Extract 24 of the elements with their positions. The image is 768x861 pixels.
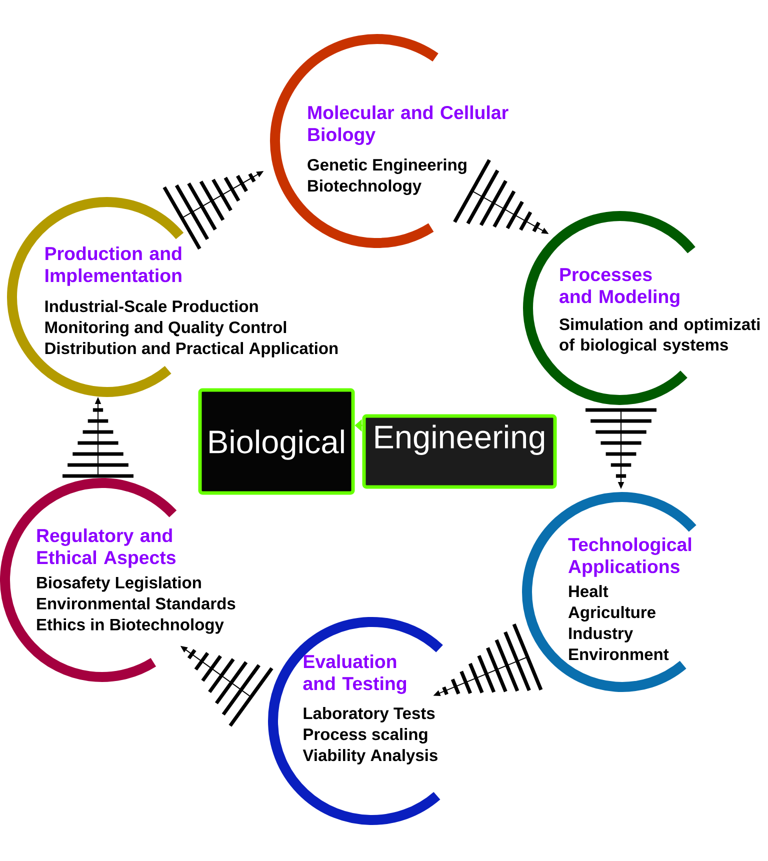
list-item: Healt: [569, 585, 608, 598]
list-item: Industry: [569, 627, 633, 642]
list-item: Biosafety Legislation: [37, 576, 201, 592]
label-box: Biological: [198, 388, 355, 495]
section-heading: Processes and Modeling: [560, 268, 680, 307]
list-item: Agriculture: [568, 606, 656, 622]
list-item: Biotechnology: [308, 180, 422, 195]
list-item: Monitoring and Quality Control: [45, 321, 286, 336]
list-item: Environment: [569, 648, 669, 660]
list-item: Viability Analysis: [302, 749, 438, 764]
list-item: Genetic Engineering: [308, 158, 466, 174]
label-box: Engineering: [362, 414, 557, 489]
section-heading: Evaluation and Testing: [303, 654, 406, 694]
section-heading: Molecular and Cellular Biology: [308, 105, 508, 145]
list-item: Process scaling: [304, 728, 428, 744]
list-item: Distribution and Practical Application: [45, 342, 338, 358]
list-item: Industrial-Scale Production: [45, 300, 258, 312]
section-heading: Regulatory and Ethical Aspects: [37, 528, 176, 568]
section-heading: Production and Implementation: [46, 246, 182, 286]
list-item: Environmental Standards: [37, 597, 236, 610]
section-heading: Technological Applications: [568, 537, 692, 577]
list-item: Laboratory Tests: [304, 707, 435, 722]
list-item: Ethics in Biotechnology: [37, 618, 224, 634]
list-item: Simulation and optimizati of biological systems: [559, 318, 760, 354]
